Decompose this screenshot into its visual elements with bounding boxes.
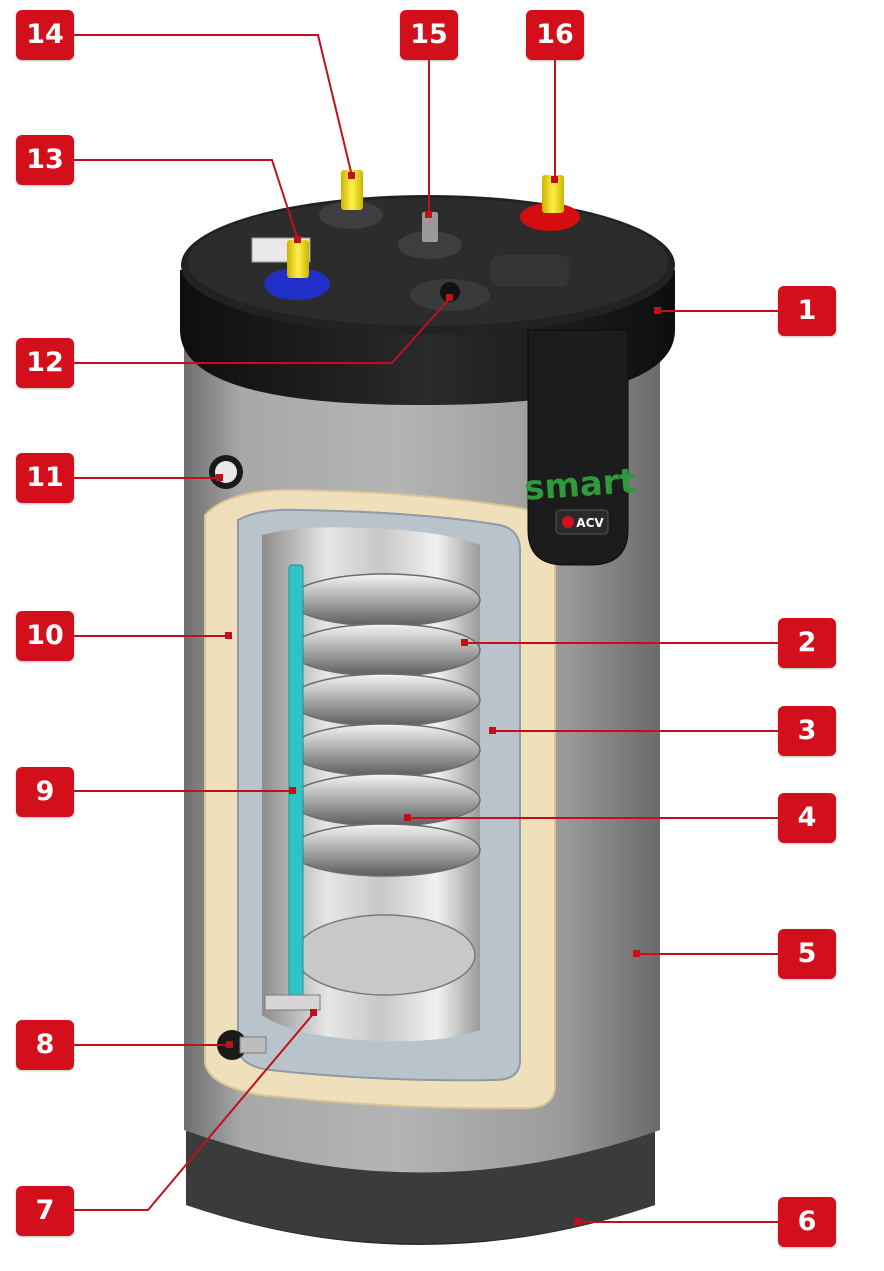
callout-2: 2 xyxy=(778,618,836,668)
leader-anchors xyxy=(216,172,661,1225)
top-side-fitting xyxy=(209,455,243,489)
leader-14 xyxy=(72,34,353,177)
callout-3: 3 xyxy=(778,706,836,756)
top-connections xyxy=(251,170,580,311)
callout-15: 15 xyxy=(400,10,458,60)
callout-11: 11 xyxy=(16,453,74,503)
callout-1: 1 xyxy=(778,286,836,336)
dip-tube xyxy=(288,564,304,1001)
bottom-side-fitting xyxy=(217,1030,267,1060)
callout-5: 5 xyxy=(778,929,836,979)
brand-product-text: smart xyxy=(523,461,637,509)
callout-10: 10 xyxy=(16,611,74,661)
acv-logo: ACV xyxy=(555,509,609,535)
callout-8: 8 xyxy=(16,1020,74,1070)
heat-exchanger-coil xyxy=(289,573,481,996)
callout-14: 14 xyxy=(16,10,74,60)
callout-9: 9 xyxy=(16,767,74,817)
callout-16: 16 xyxy=(526,10,584,60)
leader-12 xyxy=(72,297,451,364)
callout-4: 4 xyxy=(778,793,836,843)
brand-maker-text: ACV xyxy=(576,516,604,530)
leader-lines xyxy=(72,34,780,1223)
leader-7 xyxy=(72,1012,315,1211)
inlet-diffuser xyxy=(264,994,321,1011)
callout-6: 6 xyxy=(778,1197,836,1247)
callout-7: 7 xyxy=(16,1186,74,1236)
callout-13: 13 xyxy=(16,135,74,185)
leader-13 xyxy=(72,159,299,241)
callout-12: 12 xyxy=(16,338,74,388)
